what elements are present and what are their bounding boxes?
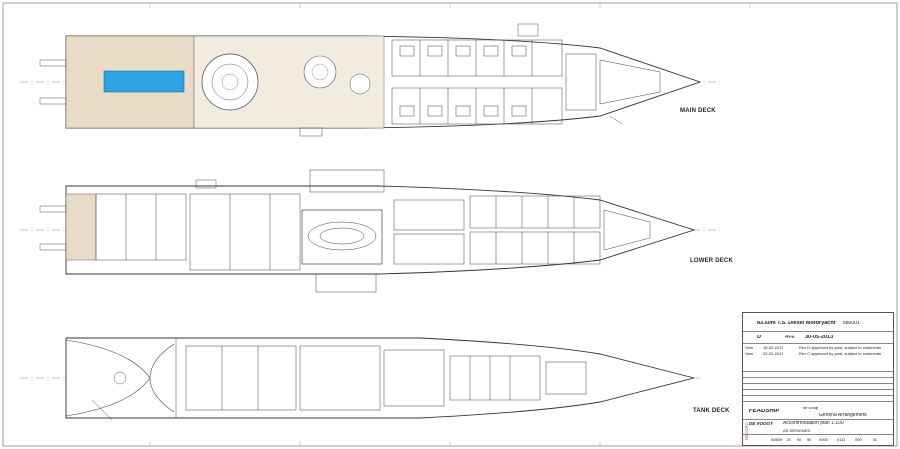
drawing-no-4: 9000 — [819, 437, 828, 442]
project-name: 83.50m T.S. Diesel Motoryacht — [757, 321, 836, 326]
twin-skeg-stbd — [149, 343, 175, 413]
partner-logo: de voogt — [803, 405, 819, 410]
drawing-no-6: 000 — [855, 437, 862, 442]
designer-logo: DE VOOGT — [749, 421, 773, 426]
project-number: 680001 — [843, 321, 860, 326]
title-block: 83.50m T.S. Diesel Motoryacht 680001 D A… — [742, 312, 894, 446]
rev-note-2-code: Vers — [745, 351, 754, 356]
studio-name: AS DESIGNED — [783, 428, 811, 433]
drawing-no-2: 95 — [797, 437, 802, 442]
lower-deck-label: LOWER DECK — [690, 258, 733, 264]
main-salon-round — [201, 53, 259, 111]
tank-deck-label: TANK DECK — [693, 408, 730, 414]
drawing-no-3: 95 — [807, 437, 812, 442]
tender-garage-beige — [65, 193, 97, 261]
drawing-no-1: 20 — [787, 437, 792, 442]
main-deck-plan — [20, 23, 720, 137]
frame-ticks — [149, 3, 751, 446]
drawing-no-7: 00 — [873, 437, 878, 442]
rev-note-1-text: Rev D approved by yard, subject to comme… — [799, 345, 882, 350]
drawing-date: 30-05-2013 — [805, 335, 834, 340]
tank-deck-plan — [20, 337, 700, 421]
rev-note-2-text: Rev C approved by yard, subject to comme… — [799, 351, 882, 356]
builder-logo: FEADSHIP — [749, 409, 780, 414]
record-stamp: RECORD — [744, 422, 749, 440]
rev-note-2-date: 22-03-2013 — [763, 351, 784, 356]
drawing-title: General Arrangement — [819, 413, 867, 418]
drawn-by: AFE — [785, 335, 795, 340]
main-deck-label: MAIN DECK — [680, 108, 716, 114]
lower-deck-plan — [20, 169, 720, 293]
drawing-no-5: 0111 — [837, 437, 846, 442]
swimming-pool — [103, 70, 185, 93]
lower-deck-hull — [65, 185, 696, 275]
drawing-subtitle: Accommodation plan 1:100 — [783, 421, 844, 426]
rev-note-1-date: 15-02-2013 — [763, 345, 784, 350]
drawing-no-0: 40509 — [771, 437, 783, 442]
rev-note-1-code: Vers — [745, 345, 754, 350]
revision-letter: D — [757, 335, 761, 340]
